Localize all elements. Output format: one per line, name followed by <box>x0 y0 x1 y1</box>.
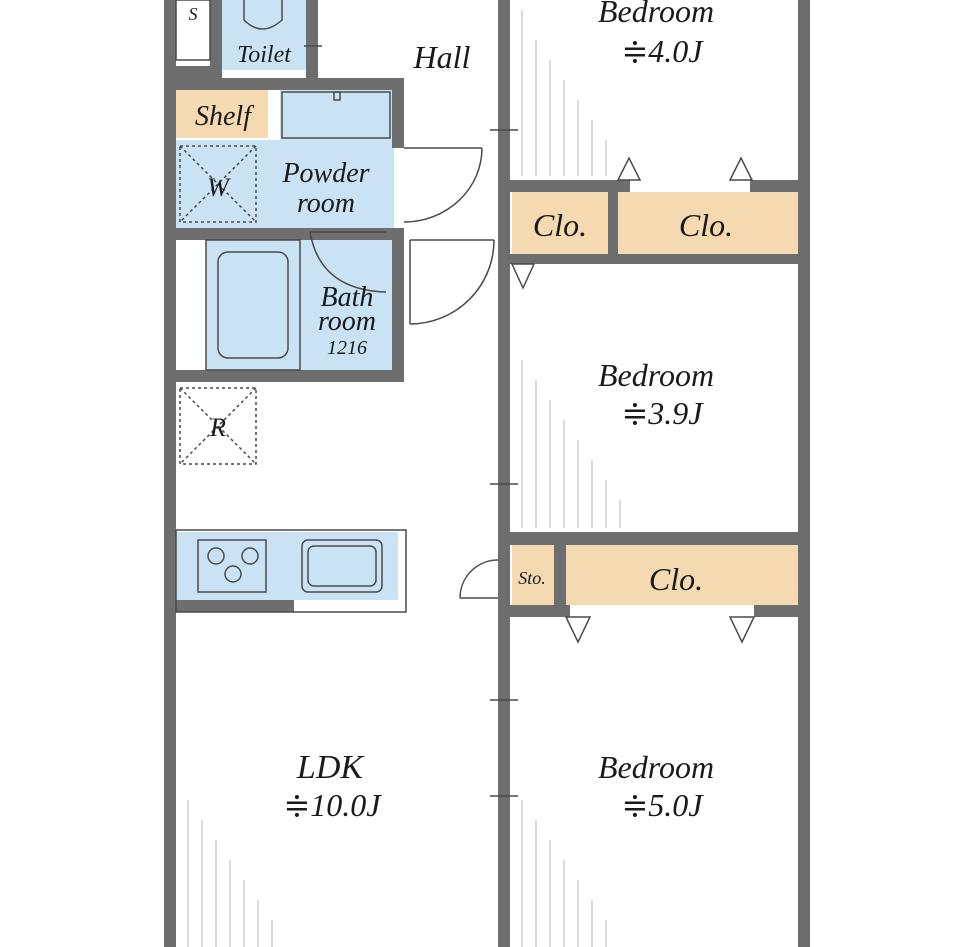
bedroom-mid-size: ≑3.9J <box>621 395 704 431</box>
closet-1-label: Clo. <box>533 207 587 243</box>
doors <box>304 45 756 797</box>
powder-room-floor <box>176 140 394 228</box>
toilet-label: Toilet <box>237 42 292 68</box>
room-labels: S Toilet Hall Shelf W Powder room Bath r… <box>189 0 734 823</box>
powder-room-label-1: Powder <box>281 158 369 189</box>
room-fills <box>176 0 798 605</box>
powder-room-label-2: room <box>297 188 355 219</box>
closet-2-area <box>618 192 798 254</box>
shelf-area <box>176 90 268 138</box>
shelf-label: Shelf <box>195 101 254 132</box>
window-light-hatching <box>187 10 621 947</box>
s-cabinet <box>175 0 211 61</box>
ldk-size: ≑10.0J <box>283 787 382 823</box>
toilet-bowl <box>243 0 283 30</box>
closet-2-label: Clo. <box>679 207 733 243</box>
bath-room-label-1: Bath <box>321 282 374 313</box>
ldk-label: LDK <box>296 749 365 786</box>
washer-pan <box>179 145 257 223</box>
bath-room-code: 1216 <box>327 337 367 359</box>
fridge-label: R <box>209 413 226 442</box>
s-label: S <box>189 4 198 24</box>
closet-3-label: Clo. <box>649 561 703 597</box>
bathtub <box>217 251 289 359</box>
toilet-floor <box>222 0 308 70</box>
kitchen-sink <box>301 539 383 593</box>
fridge-space <box>179 387 257 465</box>
bedroom-top-size: ≑4.0J <box>621 33 704 69</box>
closet-1-area <box>512 192 608 254</box>
storage-label: Sto. <box>518 568 546 588</box>
bedroom-bottom-label: Bedroom <box>598 749 714 785</box>
closet-3-area <box>566 545 798 605</box>
bath-room-floor <box>206 240 396 370</box>
stove <box>197 539 267 593</box>
hall-label: Hall <box>413 39 471 75</box>
walls <box>164 0 810 947</box>
bedroom-top-label: Bedroom <box>598 0 714 29</box>
storage-area <box>512 545 554 605</box>
bedroom-bottom-size: ≑5.0J <box>621 787 704 823</box>
bath-room-label-2: room <box>318 306 376 337</box>
kitchen-counter <box>176 532 398 600</box>
washer-label: W <box>207 173 231 202</box>
vanity <box>280 90 392 140</box>
bedroom-mid-label: Bedroom <box>598 357 714 393</box>
